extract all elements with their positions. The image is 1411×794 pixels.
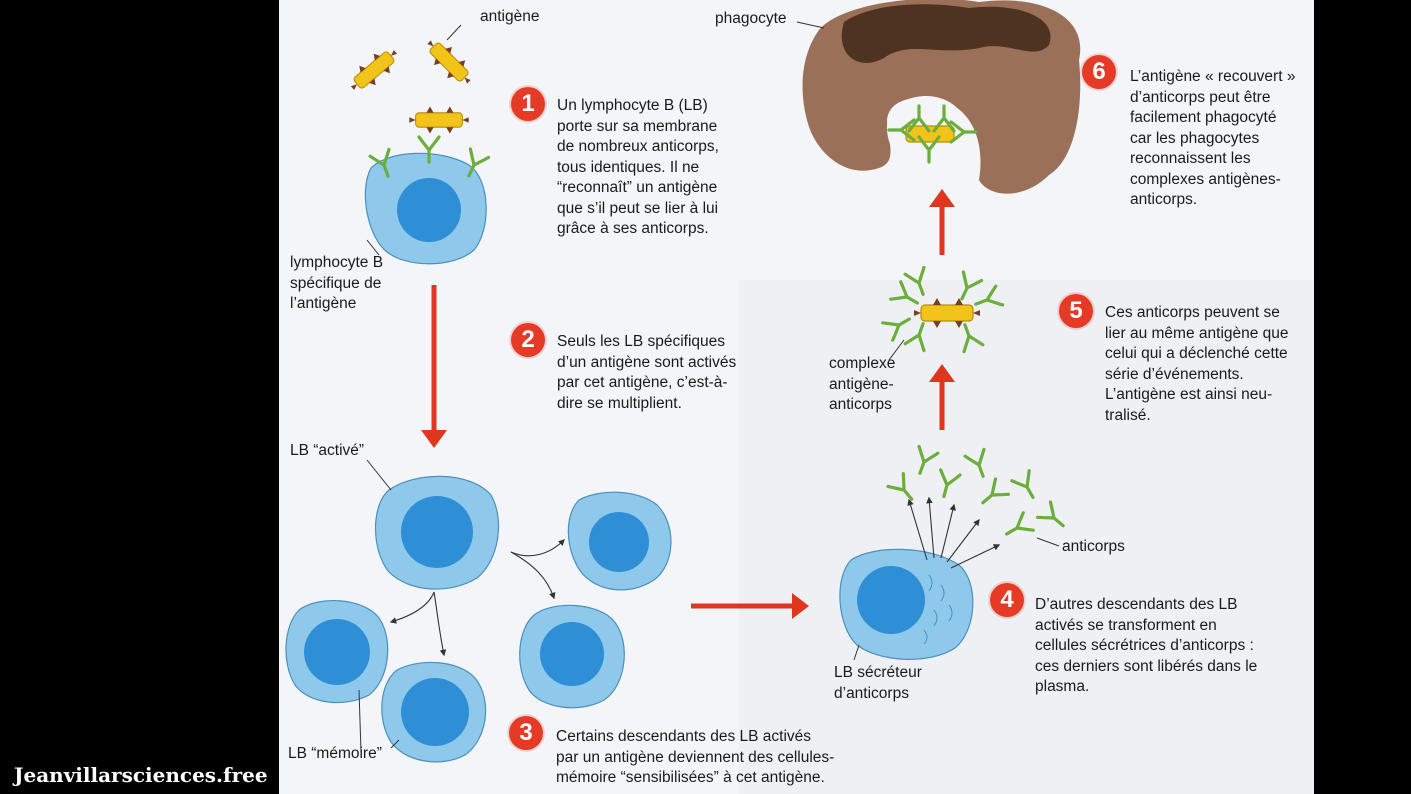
step-4-text: D’autres descendants des LB activés se t… [1035,596,1258,695]
label-lb-memoire: LB “mémoire” [288,745,382,762]
step-3-text: Certains descendants des LB activés par … [556,728,835,786]
step-5-badge: 5 [1059,294,1093,328]
activated-lb-cell [374,475,500,590]
label-lb-active: LB “activé” [290,442,365,459]
step-3-badge: 3 [509,716,543,750]
step-6-badge: 6 [1082,55,1116,89]
step-1-badge: 1 [511,87,545,121]
label-anticorps: anticorps [1062,538,1125,555]
label-phagocyte: phagocyte [715,10,787,27]
step-6-text: L’antigène « recouvert » d’anticorps peu… [1130,68,1296,208]
step-5-text: Ces anticorps peuvent se lier au même an… [1105,304,1289,424]
step-2-badge: 2 [511,323,545,357]
antigen-group [343,32,479,135]
immune-response-diagram [285,0,1314,794]
phagocyte-cell [802,0,1081,194]
step-1-text: Un lymphocyte B (LB) porte sur sa membra… [557,97,719,237]
division-arrows [389,539,565,657]
daughter-cells [285,491,672,763]
step-2-text: Seuls les LB spécifiques d’un antigène s… [557,333,737,412]
label-antigene: antigène [480,8,540,25]
secretion-arrows [907,496,1001,569]
label-lb-secreteur: LB sécréteur d’anticorps [834,664,922,702]
label-complexe: complexe antigène- anticorps [829,355,896,413]
secreting-lb-cell [839,548,974,660]
site-watermark: Jeanvillarsciences.free [14,763,268,787]
phagocytosed-complex [887,104,978,164]
step-4-badge: 4 [990,583,1024,617]
label-lymphocyte-b: lymphocyte B spécifique de l’antigène [290,254,384,312]
lymphocyte-b-cell [364,135,491,265]
diagram-panel: antigène phagocyte lymphocyte B spécifiq… [279,0,1314,794]
